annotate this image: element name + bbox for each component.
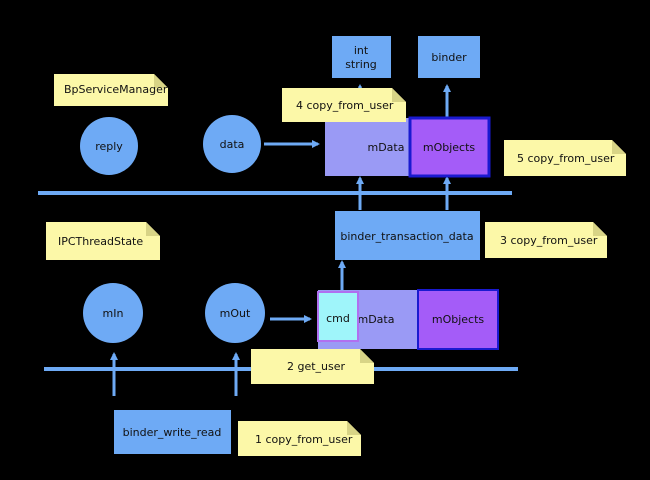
string-label: string <box>345 58 377 71</box>
note-4: 4 copy_from_user <box>282 88 406 122</box>
binder-label: binder <box>431 51 467 64</box>
note-5-label: 5 copy_from_user <box>517 152 615 165</box>
node-m-in: mIn <box>83 283 143 343</box>
node-m-out: mOut <box>205 283 265 343</box>
note-4-label: 4 copy_from_user <box>296 99 394 112</box>
binder-write-read-label: binder_write_read <box>123 426 222 439</box>
reply-label: reply <box>95 140 123 153</box>
box-binder-write-read: binder_write_read <box>114 410 231 454</box>
box-m-data-top: mData <box>325 118 410 176</box>
cmd-label: cmd <box>326 312 350 325</box>
note-2-label: 2 get_user <box>287 360 346 373</box>
note-3: 3 copy_from_user <box>485 222 607 258</box>
m-data-bottom-label: mData <box>358 313 395 326</box>
ipc-thread-state-label: IPCThreadState <box>58 235 143 248</box>
bp-service-manager-label: BpServiceManager <box>64 83 168 96</box>
node-data: data <box>203 115 261 173</box>
note-5: 5 copy_from_user <box>504 140 626 176</box>
node-reply: reply <box>80 117 138 175</box>
box-m-objects-bottom: mObjects <box>417 289 499 350</box>
m-in-label: mIn <box>103 307 124 320</box>
box-binder-transaction-data: binder_transaction_data <box>335 211 480 260</box>
box-int-string: int string <box>332 36 391 78</box>
note-1-label: 1 copy_from_user <box>255 433 353 446</box>
data-label: data <box>220 138 245 151</box>
note-1: 1 copy_from_user <box>238 421 361 456</box>
box-m-objects-top: mObjects <box>408 116 491 178</box>
m-data-top-label: mData <box>368 141 405 154</box>
m-out-label: mOut <box>220 307 251 320</box>
box-binder: binder <box>418 36 480 78</box>
note-ipc-thread-state: IPCThreadState <box>46 222 160 260</box>
note-bp-service-manager: BpServiceManager <box>54 74 168 106</box>
int-label: int <box>354 44 369 57</box>
note-2: 2 get_user <box>251 349 374 384</box>
m-objects-bottom-label: mObjects <box>432 313 485 326</box>
box-cmd: cmd <box>317 291 359 342</box>
m-objects-top-label: mObjects <box>423 141 476 154</box>
note-3-label: 3 copy_from_user <box>500 234 598 247</box>
binder-transaction-data-label: binder_transaction_data <box>340 230 473 243</box>
